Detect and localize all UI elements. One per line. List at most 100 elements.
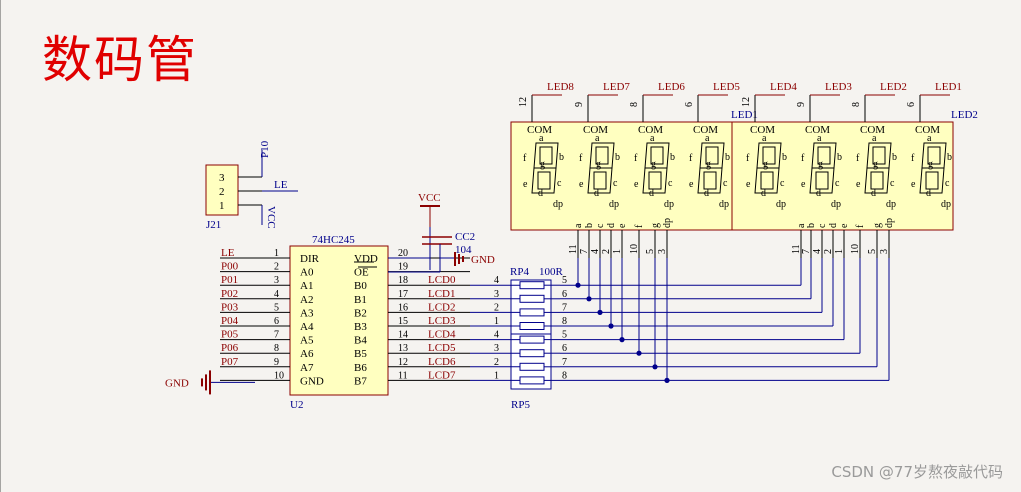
seg-pin-name: b (584, 223, 595, 228)
seg-label: a (872, 133, 877, 144)
net-label-p10: P10 (259, 140, 271, 158)
seg-label: b (782, 152, 787, 163)
rp-right-pin: 5 (562, 275, 567, 286)
seg-pin-name: e (839, 223, 850, 228)
cap-ref: CC2 (455, 231, 475, 243)
seg-label: g (651, 159, 656, 170)
cap-gnd-label: GND (471, 254, 495, 266)
digit-com-label: COM (860, 124, 885, 136)
com-pin-number: 8 (629, 102, 640, 107)
digit-window (595, 146, 609, 165)
digit-com-label: COM (693, 124, 718, 136)
seg-pin-number: 11 (791, 244, 802, 254)
u2-left-pin-number: 6 (274, 316, 279, 327)
digit-led-label: LED2 (880, 81, 907, 93)
junction-dot (608, 323, 614, 329)
seg-label: d (816, 188, 821, 199)
seg-label: f (634, 153, 638, 164)
digit-window (650, 146, 664, 165)
seg-label: a (762, 133, 767, 144)
u2-left-pin-name: A4 (300, 321, 314, 333)
u2-right-pin-number: 17 (398, 289, 408, 300)
seg-label: e (801, 179, 806, 190)
digit-com-label: COM (583, 124, 608, 136)
seg-label: d (761, 188, 766, 199)
digit-window (703, 171, 717, 190)
u2-right-pin-name: B7 (354, 375, 367, 387)
com-pin-number: 8 (851, 102, 862, 107)
u2-left-pin-name: A3 (300, 307, 314, 319)
rp-left-pin: 3 (494, 343, 499, 354)
digit-window (927, 146, 941, 165)
u2-left-pin-name: DIR (300, 253, 320, 265)
seg-label: a (817, 133, 822, 144)
seg-label: f (579, 153, 583, 164)
rp4-ref: RP4 (510, 266, 529, 278)
u2-left-pin-name: GND (300, 375, 324, 387)
rp-left-pin: 2 (494, 357, 499, 368)
seg-label: c (723, 178, 728, 189)
u2-right-pin-number: 11 (398, 370, 408, 381)
seg-label: d (926, 188, 931, 199)
com-pin-number: 12 (741, 97, 752, 107)
rp-right-pin: 6 (562, 289, 567, 300)
seg-label: e (523, 179, 528, 190)
seg-label: d (538, 188, 543, 199)
u2-right-pin-name: OE (354, 267, 369, 279)
digit-led-label: LED7 (603, 81, 630, 93)
seg-label: c (668, 178, 673, 189)
u2-left-pin-name: A5 (300, 335, 314, 347)
seg-label: a (650, 133, 655, 144)
seg-label: f (801, 153, 805, 164)
u2-right-pin-number: 14 (398, 330, 408, 341)
led-group-body (731, 121, 954, 231)
seg-pin-number: 2 (823, 249, 834, 254)
seg-pin-name: d (828, 223, 839, 228)
u2-left-pin-number: 9 (274, 357, 279, 368)
seg-pin-number: 5 (867, 249, 878, 254)
resistor (519, 281, 545, 290)
resistor (519, 335, 545, 344)
seg-label: dp (886, 199, 896, 210)
seg-label: c (945, 178, 950, 189)
u2-right-pin-number: 18 (398, 275, 408, 286)
rp-left-pin: 4 (494, 275, 499, 286)
junction-dot (652, 364, 658, 370)
u2-right-pin-name: VDD (354, 253, 378, 265)
u2-lcd-net: LCD5 (428, 342, 456, 354)
digit-led-label: LED6 (658, 81, 685, 93)
u2-right-pin-number: 20 (398, 248, 408, 259)
u2-right-pin-name: B2 (354, 307, 367, 319)
seg-label: g (706, 159, 711, 170)
seg-pin-name: f (634, 224, 645, 228)
seg-label: a (539, 133, 544, 144)
u2-right-pin-name: B6 (354, 362, 367, 374)
seg-label: dp (664, 199, 674, 210)
resistor (519, 322, 545, 330)
junction-dot (664, 377, 670, 383)
u2-left-net: P03 (221, 301, 239, 313)
net-label-le: LE (274, 179, 288, 191)
u2-ref: U2 (290, 399, 303, 411)
u2-left-pin-name: A0 (300, 267, 314, 279)
resistor (519, 308, 545, 317)
seg-pin-number: 4 (590, 249, 601, 254)
seg-pin-name: a (573, 223, 584, 228)
com-pin-number: 9 (574, 102, 585, 107)
com-pin-number: 9 (796, 102, 807, 107)
seg-label: d (871, 188, 876, 199)
u2-left-net: P01 (221, 274, 238, 286)
cap-value: 104 (455, 244, 472, 256)
seg-label: c (890, 178, 895, 189)
seg-pin-name: c (595, 223, 606, 228)
junction-dot (575, 282, 581, 288)
seg-pin-name: d (606, 223, 617, 228)
digit-window (870, 171, 884, 190)
u2-left-pin-name: A7 (300, 362, 314, 374)
rp-left-pin: 1 (494, 370, 499, 381)
seg-label: c (613, 178, 618, 189)
seg-label: b (615, 152, 620, 163)
seg-label: c (835, 178, 840, 189)
seg-label: b (837, 152, 842, 163)
